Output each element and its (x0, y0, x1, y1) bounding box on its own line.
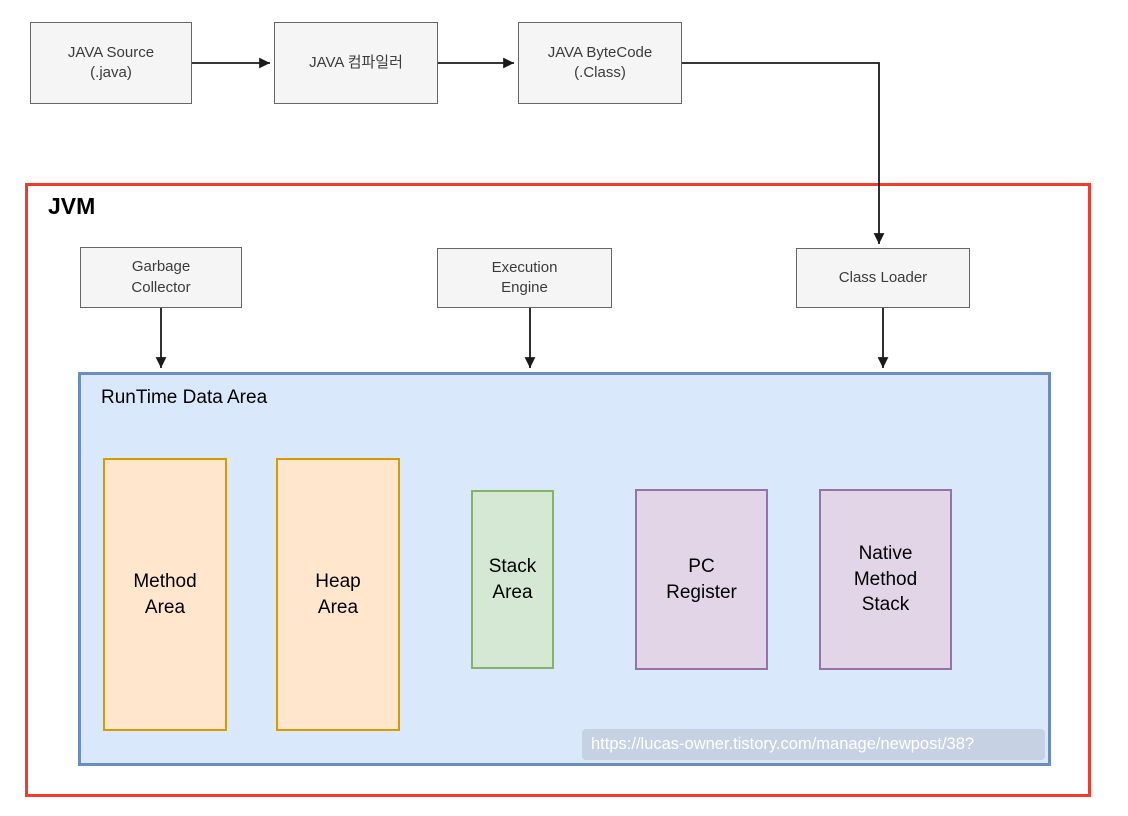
heap-area-node: Heap Area (276, 458, 400, 731)
stack-area-label: Stack Area (488, 555, 537, 603)
java-compiler-node: JAVA 컴파일러 (274, 22, 438, 104)
java-source-node: JAVA Source (.java) (30, 22, 192, 104)
java-compiler-label: JAVA 컴파일러 (309, 53, 403, 71)
class-loader-node: Class Loader (796, 248, 970, 308)
jvm-label: JVM (48, 193, 96, 219)
heap-area-label: Heap Area (315, 570, 361, 618)
java-bytecode-node: JAVA ByteCode (.Class) (518, 22, 682, 104)
pc-register-label: PC Register (666, 555, 737, 603)
runtime-data-area: RunTime Data Area Method Area Heap Area … (78, 372, 1051, 766)
stack-area-node: Stack Area (471, 490, 554, 669)
execution-engine-label: Execution Engine (491, 258, 558, 296)
garbage-collector-node: Garbage Collector (80, 247, 242, 308)
method-area-node: Method Area (103, 458, 227, 731)
native-method-stack-node: Native Method Stack (819, 489, 952, 670)
native-method-stack-label: Native Method Stack (853, 543, 918, 616)
java-bytecode-label: JAVA ByteCode (.Class) (547, 43, 653, 81)
pc-register-node: PC Register (635, 489, 768, 670)
class-loader-label: Class Loader (838, 268, 928, 286)
java-source-label: JAVA Source (.java) (67, 43, 155, 81)
jvm-container: JVM (25, 183, 1091, 797)
method-area-label: Method Area (133, 570, 197, 618)
watermark-url: https://lucas-owner.tistory.com/manage/n… (582, 729, 1045, 760)
runtime-data-area-label: RunTime Data Area (101, 387, 268, 408)
execution-engine-node: Execution Engine (437, 248, 612, 308)
garbage-collector-label: Garbage Collector (131, 258, 191, 296)
